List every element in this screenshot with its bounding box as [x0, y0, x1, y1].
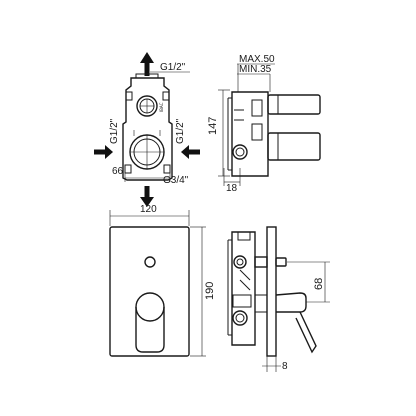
plate-front-view: 120 190 — [109, 204, 216, 357]
side-depth-dim: 18 — [226, 183, 238, 194]
assembly-side-view: 68 8 — [227, 226, 330, 372]
top-thread-label: G1/2" — [160, 62, 186, 73]
plate-height-dim: 190 — [204, 282, 216, 300]
side-height-dim: 147 — [207, 117, 219, 135]
inlet-arrow-left — [94, 145, 113, 159]
lever-offset-dim: 68 — [313, 278, 325, 290]
plate-width-dim: 120 — [140, 204, 157, 215]
valve-front-view: G1/2" G1/2" G1/2" IBAC — [94, 52, 200, 207]
right-thread-label: G1/2" — [175, 118, 186, 144]
left-thread-label: G1/2" — [109, 118, 120, 144]
front-width-dim: 66 — [112, 166, 124, 177]
body-mark: IBAC — [159, 102, 164, 112]
outlet-arrow-down — [140, 186, 154, 207]
plate-thickness-dim: 8 — [282, 361, 288, 372]
max-depth-label: MAX.50 — [239, 54, 275, 65]
valve-side-view: MAX.50 MIN.35 147 18 — [207, 54, 321, 194]
inlet-arrow-right — [181, 145, 200, 159]
min-depth-label: MIN.35 — [239, 64, 272, 75]
outlet-arrow-up — [140, 52, 154, 76]
bottom-thread-label: G3/4" — [163, 175, 189, 186]
